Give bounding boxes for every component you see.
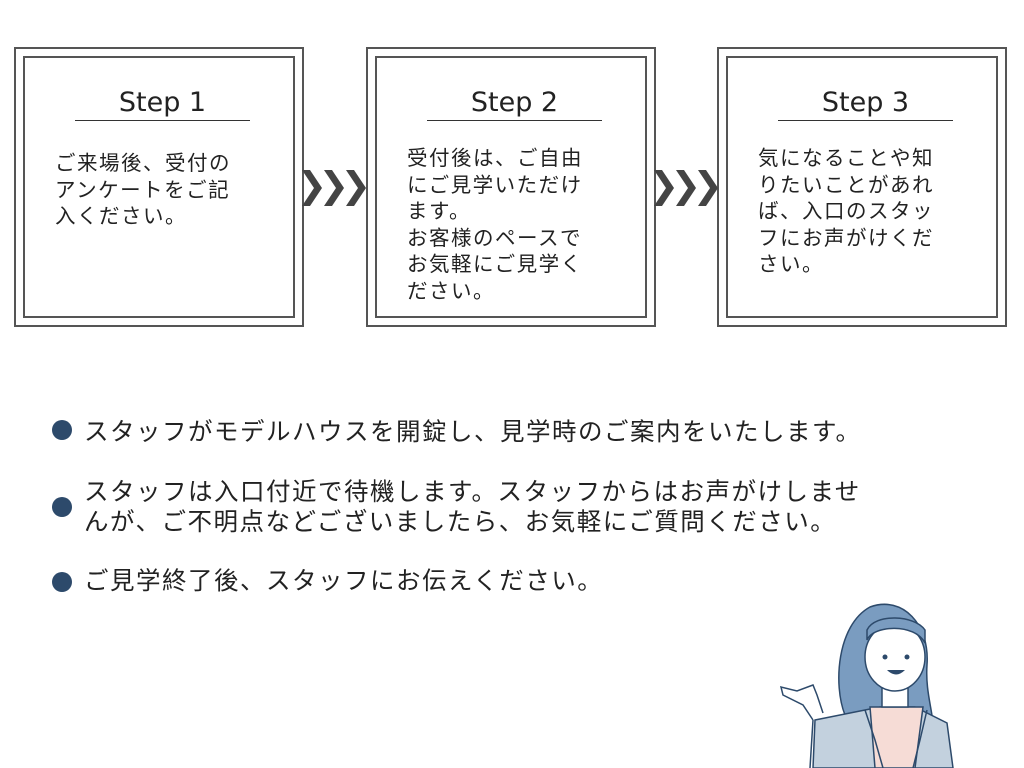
step-title: Step 1 — [75, 86, 250, 121]
step-description: ご来場後、受付のアンケートをご記入ください。 — [55, 151, 231, 228]
step-description: 受付後は、ご自由にご見学いただけます。お客様のペースでお気軽にご見学ください。 — [407, 146, 583, 303]
chevron-arrows-icon — [302, 170, 366, 206]
step-description: 気になることや知りたいことがあれば、入口のスタッフにお声がけください。 — [758, 146, 934, 276]
step-2-card: Step 2 受付後は、ご自由にご見学いただけます。お客様のペースでお気軽にご見… — [366, 47, 656, 327]
step-title: Step 3 — [778, 86, 953, 121]
bullet-dot-icon — [52, 572, 72, 592]
bullet-dot-icon — [52, 497, 72, 517]
chevron-arrows-icon — [654, 170, 718, 206]
staff-woman-illustration — [779, 603, 954, 768]
step-1-card: Step 1 ご来場後、受付のアンケートをご記入ください。 — [14, 47, 304, 327]
step-3-card: Step 3 気になることや知りたいことがあれば、入口のスタッフにお声がけくださ… — [717, 47, 1007, 327]
bullet-dot-icon — [52, 420, 72, 440]
step-title: Step 2 — [427, 86, 602, 121]
